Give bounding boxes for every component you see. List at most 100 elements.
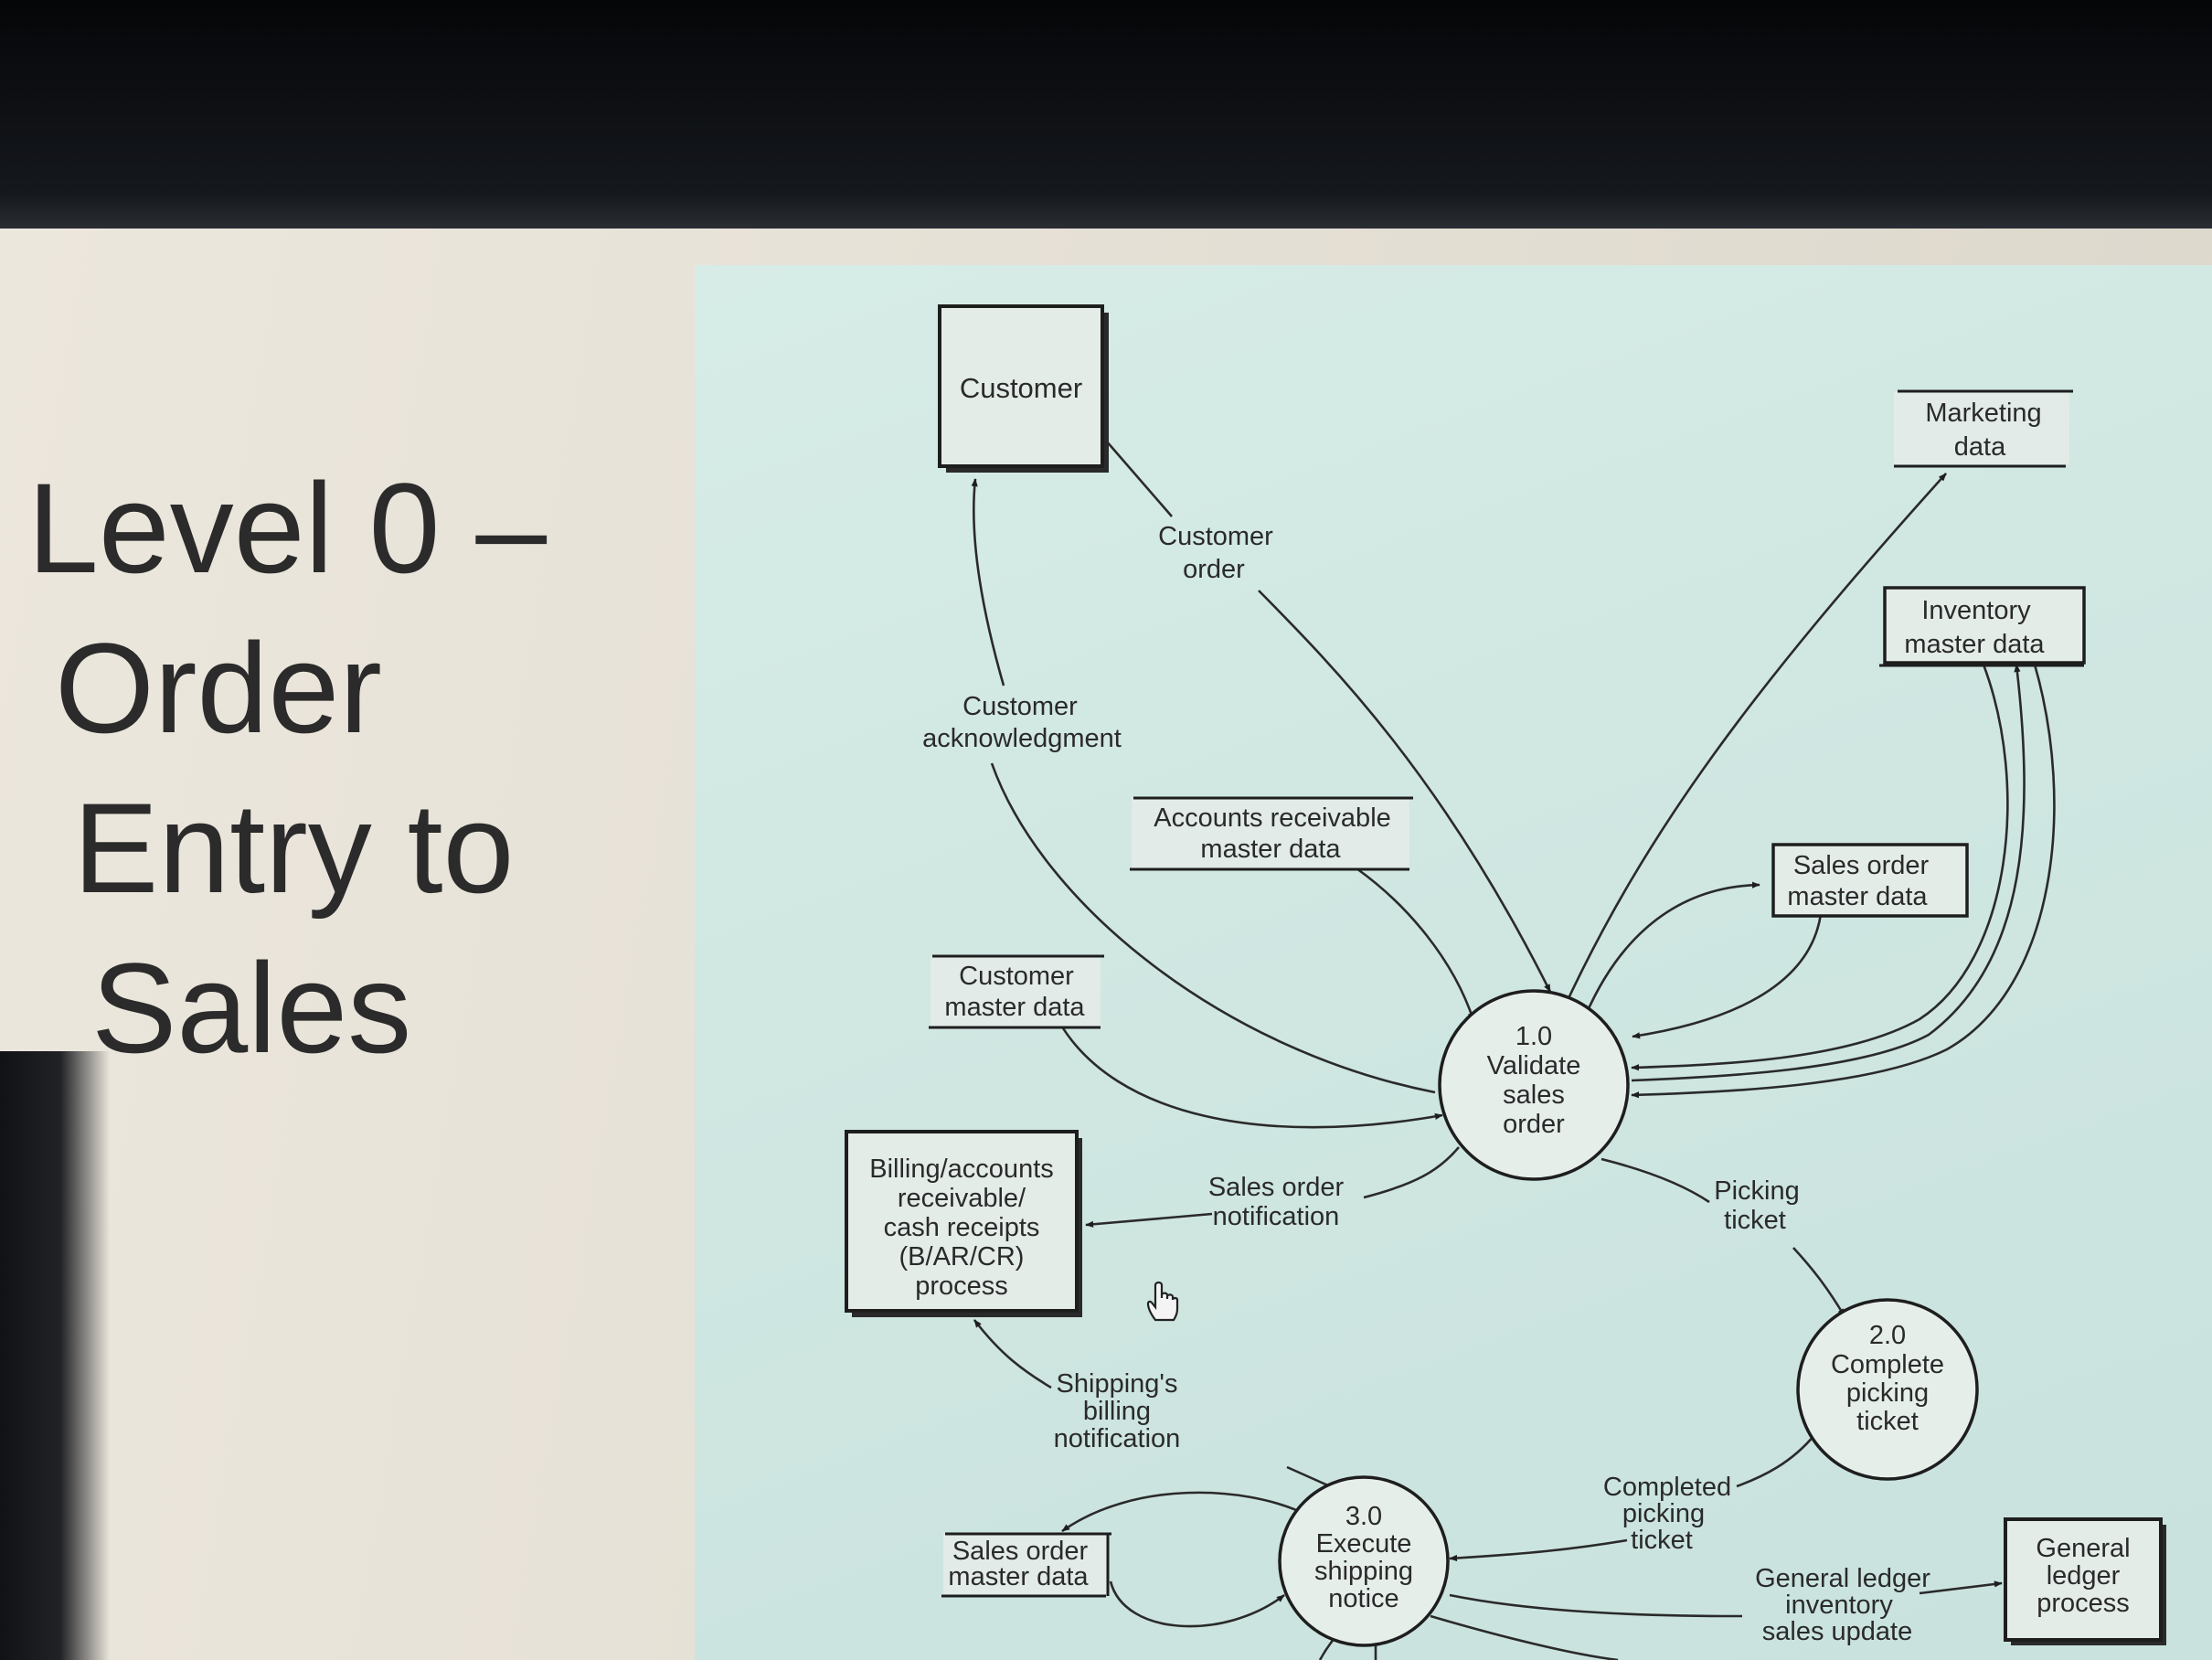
slide-title-line: Level 0 – [27,456,548,600]
store-ar-label: Accounts receivable [1154,803,1391,833]
flow-customer-order-line [1258,590,1552,993]
flow-label: picking [1622,1499,1705,1528]
entity-billing-label: process [915,1272,1008,1301]
process-2-label: ticket [1856,1407,1919,1436]
flow-label: Shipping's [1057,1369,1178,1399]
process-2-label: picking [1846,1378,1929,1408]
entity-billing-label: (B/AR/CR) [899,1242,1025,1272]
store-inventory-label: Inventory [1921,596,2031,625]
slide-title-line: Order [55,616,382,760]
entity-gl-label: ledger [2047,1561,2121,1591]
store-customer-master-label: master data [944,993,1085,1022]
entity-billing-label: cash receipts [884,1213,1040,1242]
entity-gl-label: process [2037,1589,2130,1618]
flow-sales-order-bottom-line [1061,1491,1303,1533]
store-sales-order-bottom-label: Sales order [952,1537,1089,1566]
flow-inventory-line [1631,664,2009,1071]
flow-label: Sales order [1208,1173,1345,1202]
label-gl-inventory-sales-update: General ledger inventory sales update [1755,1564,1930,1646]
flow-sales-order-in-line [1632,913,1823,1039]
store-sales-order-top-label: Sales order [1793,851,1930,880]
flow-completed-picking-line [1449,1538,1628,1562]
process-1-label: 1.0 [1515,1022,1552,1051]
hand-cursor-icon [1146,1281,1179,1322]
label-customer-acknowledgment: Customer acknowledgment [922,692,1122,753]
store-marketing-label: Marketing [1925,399,2041,428]
store-sales-order-bottom-label: master data [948,1562,1089,1591]
store-marketing-data: Marketing data [1894,389,2073,468]
store-inventory-master-data: Inventory master data [1879,586,2086,667]
flow-customer-master-line [1058,1023,1443,1129]
label-shipping-billing-notification: Shipping's billing notification [1054,1369,1181,1453]
flow-gl-update-line [1919,1580,2003,1595]
label-completed-picking-ticket: Completed picking ticket [1603,1473,1731,1555]
monitor-bezel [0,0,2212,229]
screen-edge-shadow [0,1051,110,1660]
process-2-label: 2.0 [1869,1321,1906,1350]
flow-sales-order-bottom-line [1109,1580,1285,1628]
data-flow-diagram: Customer Billing/accounts receivable/ ca… [695,265,2212,1660]
store-inventory-label: master data [1904,630,2045,659]
flow-inventory-line [1631,664,2026,1082]
store-accounts-receivable-master-data: Accounts receivable master data [1130,796,1413,871]
label-customer-order: Customer order [1158,522,1273,584]
process-1-label: order [1503,1110,1565,1139]
entity-customer-label: Customer [960,372,1082,404]
label-sales-order-notification: Sales order notification [1208,1173,1345,1231]
flow-sales-order-out-line [1584,881,1760,1016]
process-1-label: sales [1503,1080,1565,1110]
entity-customer: Customer [938,304,1109,473]
slide-title-line: Sales [91,936,412,1080]
store-customer-master-label: Customer [959,962,1074,991]
flow-label: General ledger [1755,1564,1930,1593]
store-sales-order-top-label: master data [1787,882,1928,911]
process-2-complete-picking-ticket: 2.0 Complete picking ticket [1796,1298,1979,1481]
store-customer-master-data: Customer master data [929,954,1104,1029]
flow-label: Customer [1158,522,1273,551]
flow-label: Completed [1603,1473,1731,1502]
dfd-canvas: Customer Billing/accounts receivable/ ca… [845,304,2166,1660]
entity-billing-process: Billing/accounts receivable/ cash receip… [845,1130,1082,1317]
flow-ar-master-line [1356,867,1475,1021]
flow-sales-order-notification-line [1363,1146,1460,1199]
flow-marketing-line [1561,473,1947,1011]
process-3-label: Execute [1316,1529,1412,1559]
flow-label: acknowledgment [922,724,1122,753]
flow-label: billing [1083,1397,1151,1426]
flow-picking-ticket-line [1601,1157,1710,1204]
flow-label: notification [1213,1202,1340,1231]
process-3-label: shipping [1314,1557,1413,1586]
flow-inventory-line [1631,664,2056,1099]
entity-gl-label: General [2036,1534,2130,1563]
label-picking-ticket: Picking ticket [1714,1176,1800,1235]
store-marketing-label: data [1954,432,2006,462]
flow-label: order [1183,555,1245,584]
flow-label: Picking [1714,1176,1800,1206]
entity-billing-label: Billing/accounts [869,1155,1054,1184]
flow-customer-ack-line [973,479,1436,1094]
flow-sales-order-notification-line [1085,1212,1213,1228]
slide-title: Level 0 – Order Entry to Sales [27,448,667,1088]
entity-billing-label: receivable/ [898,1184,1026,1213]
process-1-validate-sales-order: 1.0 Validate sales order [1438,989,1630,1181]
flow-picking-ticket-line [1792,1247,1846,1317]
store-ar-label: master data [1200,835,1341,864]
flow-shipping-billing-line [973,1319,1052,1389]
process-3-label: 3.0 [1345,1502,1382,1531]
flow-label: Customer [962,692,1078,721]
flow-gl-extra-line [1430,1614,1619,1660]
flow-label: ticket [1724,1206,1786,1235]
process-3-label: notice [1328,1584,1398,1613]
process-1-label: Validate [1487,1051,1581,1080]
flow-completed-picking-line [1736,1434,1815,1488]
entity-general-ledger: General ledger process [2004,1517,2166,1645]
flow-label: notification [1054,1424,1181,1453]
process-2-label: Complete [1831,1350,1944,1379]
flow-label: inventory [1785,1591,1893,1620]
flow-label: sales update [1762,1617,1912,1646]
store-sales-order-master-data-bottom: Sales order master data [941,1532,1111,1598]
store-sales-order-master-data-top: Sales order master data [1771,843,1969,918]
flow-customer-order-line [1105,440,1173,517]
slide-title-line: Entry to [73,776,515,920]
process-3-execute-shipping-notice: 3.0 Execute shipping notice [1278,1475,1450,1647]
